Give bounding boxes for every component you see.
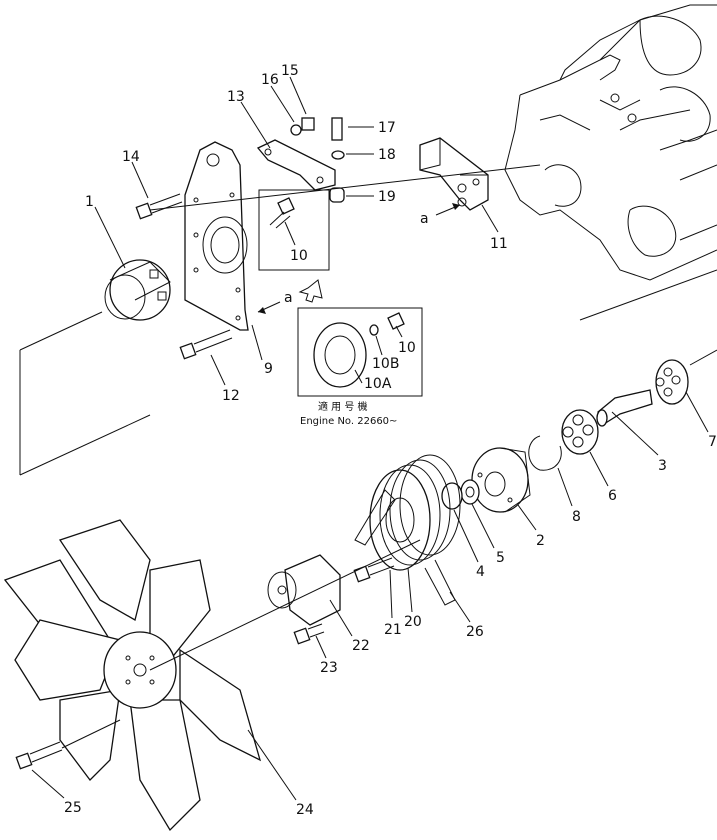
- center-lines: [19, 164, 717, 749]
- callout-24: 24: [296, 802, 314, 818]
- callout-3: 3: [658, 458, 667, 474]
- callout-7: 7: [708, 434, 717, 450]
- callout-4: 4: [476, 564, 485, 580]
- reference-mark-a-1: a: [420, 211, 429, 227]
- applicable-note-en: Engine No. 22660~: [300, 416, 397, 427]
- callout-11: 11: [490, 236, 508, 252]
- callout-22: 22: [352, 638, 370, 654]
- fasteners-top: [290, 117, 345, 203]
- plate-9: [184, 141, 249, 331]
- callout-10-detail: 10: [398, 340, 416, 356]
- callout-10: 10: [290, 248, 308, 264]
- callout-13: 13: [227, 89, 245, 105]
- engine-block: [504, 4, 717, 281]
- leader-lines: [31, 76, 709, 801]
- fan-24: [3, 519, 262, 832]
- callout-5: 5: [496, 550, 505, 566]
- bearing-7: [655, 359, 689, 405]
- callout-14: 14: [122, 149, 140, 165]
- spacer-4: [441, 482, 463, 510]
- callout-labels: 1 2 3 4 5 6 7 8 9 10 10 10B 10A 11 12 13…: [64, 63, 717, 818]
- spacer-19: [329, 187, 345, 203]
- callout-8: 8: [572, 509, 581, 525]
- callout-1: 1: [85, 194, 94, 210]
- washer-18: [331, 150, 345, 160]
- callout-6: 6: [608, 488, 617, 504]
- detail-box-10: [258, 189, 330, 271]
- shaft-3: [596, 389, 653, 427]
- pulley-20: [369, 454, 461, 571]
- reference-arrows: [257, 203, 461, 314]
- nut-15: [301, 117, 315, 131]
- callout-20: 20: [404, 614, 422, 630]
- callout-10b: 10B: [372, 356, 399, 372]
- detail-box-10a: [297, 307, 423, 397]
- callout-26: 26: [466, 624, 484, 640]
- washer-16: [290, 124, 302, 136]
- bolt-23: [293, 623, 325, 645]
- callout-12: 12: [222, 388, 240, 404]
- bearing-6: [561, 409, 599, 455]
- belt-26: [354, 489, 456, 606]
- callout-2: 2: [536, 533, 545, 549]
- housing-1: [104, 259, 171, 321]
- callout-23: 23: [320, 660, 338, 676]
- snap-ring-8: [528, 435, 562, 471]
- callout-21: 21: [384, 622, 402, 638]
- callout-25: 25: [64, 800, 82, 816]
- washer-5: [460, 479, 480, 505]
- hub-2: [471, 447, 531, 513]
- spacer-22: [267, 554, 341, 626]
- callout-9: 9: [264, 361, 273, 377]
- applicable-note-jp: 適 用 号 機: [318, 400, 368, 413]
- bolt-14: [135, 193, 183, 220]
- bracket-13: [256, 139, 336, 191]
- bolt-12: [179, 329, 233, 360]
- callout-16: 16: [261, 72, 279, 88]
- callout-19: 19: [378, 189, 396, 205]
- callout-17: 17: [378, 120, 396, 136]
- bolt-17: [331, 117, 343, 141]
- callout-10a: 10A: [364, 376, 392, 392]
- callout-15: 15: [281, 63, 299, 79]
- bracket-11: [419, 137, 489, 211]
- callout-18: 18: [378, 147, 396, 163]
- reference-mark-a-2: a: [284, 290, 293, 306]
- bolt-25: [15, 741, 63, 770]
